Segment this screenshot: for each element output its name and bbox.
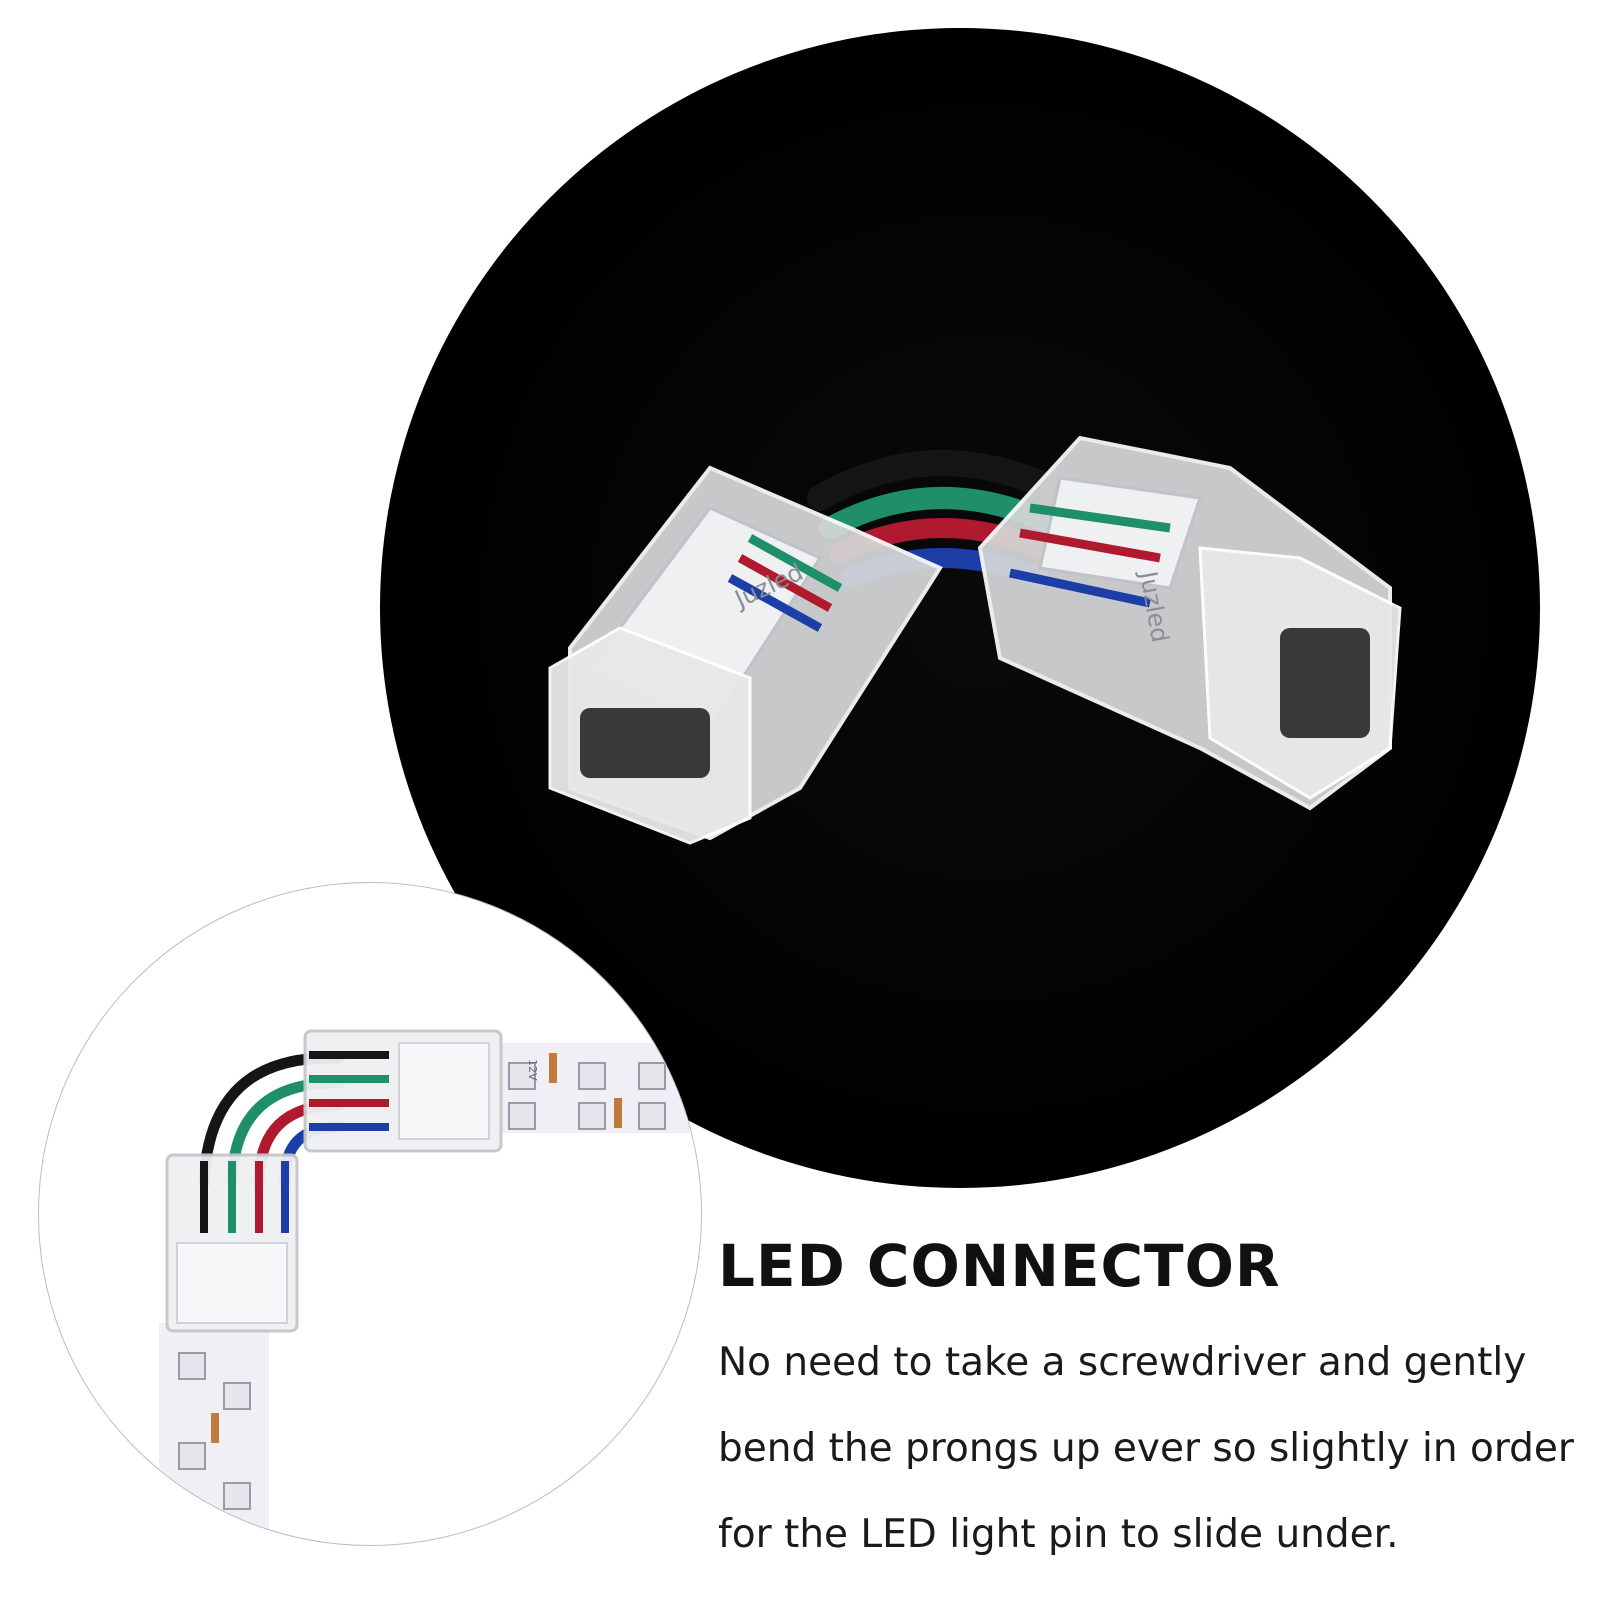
led-strip-horizontal <box>479 1043 701 1133</box>
headline: LED CONNECTOR <box>718 1232 1281 1300</box>
description-text: No need to take a screwdriver and gently… <box>718 1340 1574 1557</box>
strip-connection-illustration: 12V <box>159 1029 701 1545</box>
strip-voltage-label: 12V <box>526 1059 539 1081</box>
inset-connector-horizontal <box>303 1029 503 1153</box>
product-photo-inset: 12V <box>38 882 702 1546</box>
left-connector: Juzled <box>548 465 943 845</box>
inset-connector-vertical <box>165 1153 299 1333</box>
led-strip-vertical <box>159 1323 269 1545</box>
right-connector: Juzled <box>977 435 1402 811</box>
connector-illustration: Juzled Juzled <box>548 435 1402 845</box>
